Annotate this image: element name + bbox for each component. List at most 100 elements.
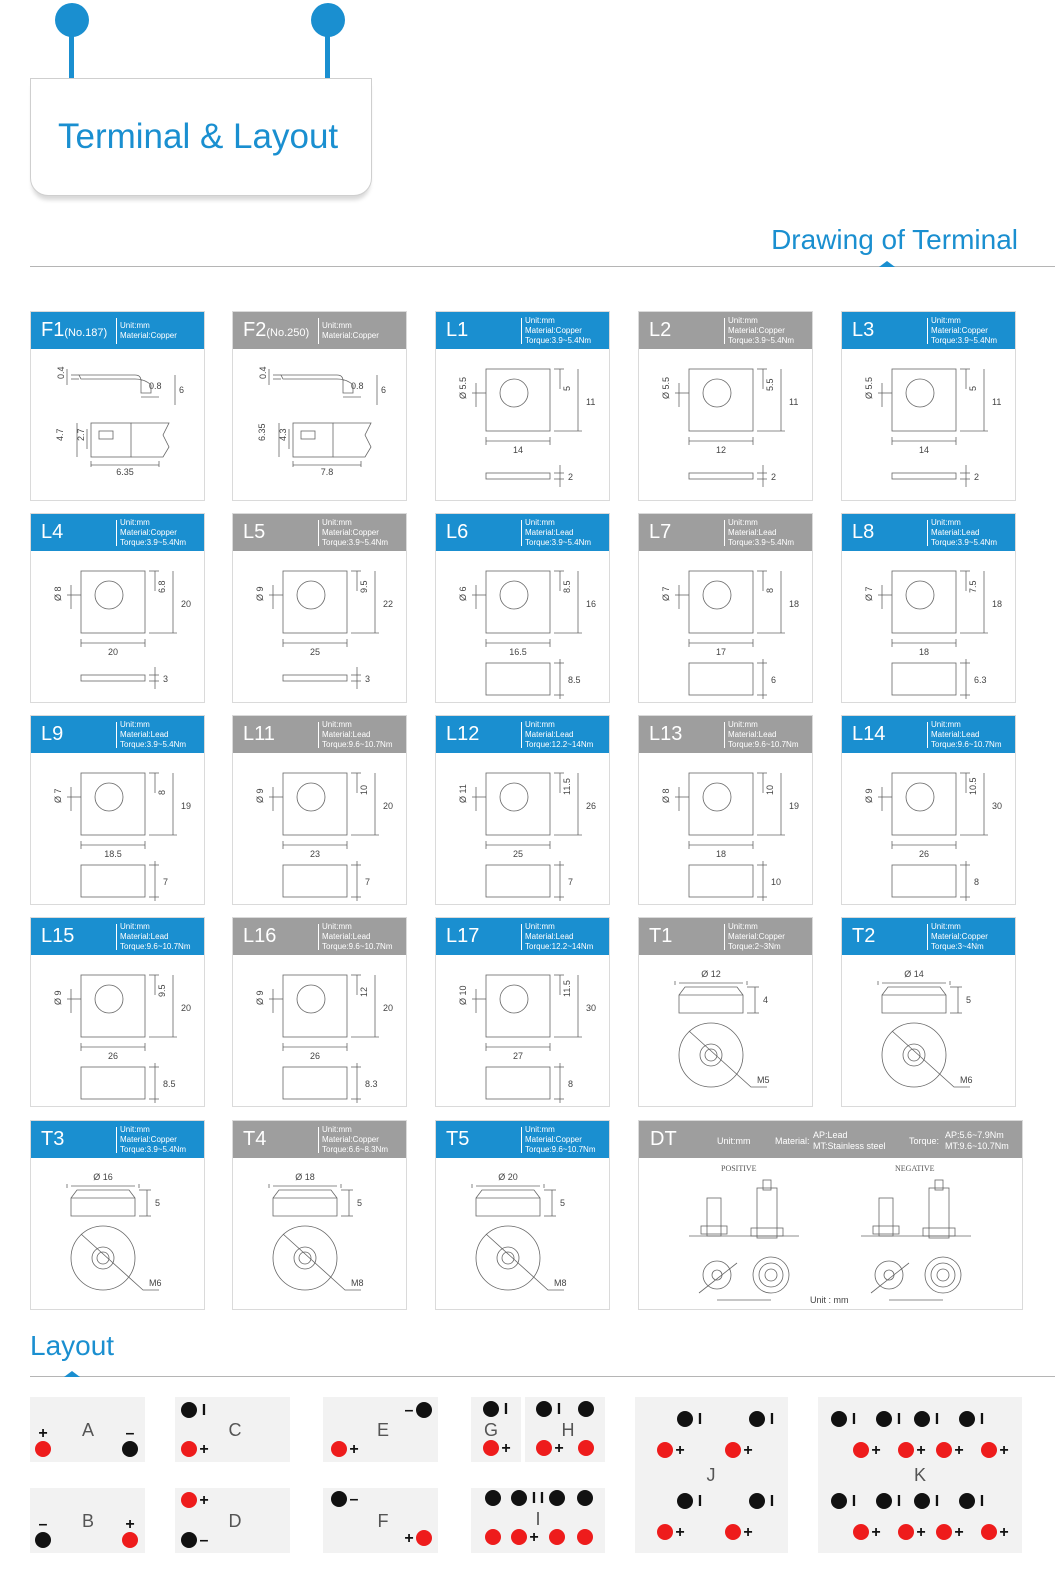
layout-diagram: D+– (181, 1492, 242, 1549)
terminal-symbol: + (999, 1442, 1008, 1459)
layout-letter: H (562, 1420, 575, 1440)
dim-hole-diameter: Ø 5.5 (864, 377, 874, 399)
dim-width: 12 (716, 445, 726, 455)
terminal-symbol: + (38, 1425, 47, 1442)
card-code: F2(No.250) (243, 319, 309, 342)
terminal-symbol: + (743, 1442, 752, 1459)
dim-width: 17 (716, 647, 726, 657)
dim-hole-offset: 5.5 (765, 378, 775, 391)
card-code-text: L3 (852, 319, 875, 341)
card-code: L5 (243, 521, 265, 544)
card-code-text: L15 (41, 925, 75, 947)
card-header-divider (724, 318, 725, 344)
dt-positive-view (689, 1179, 799, 1301)
positive-terminal-icon: + (853, 1524, 881, 1541)
card-code-text: L4 (41, 521, 64, 543)
card-code-text: L5 (243, 521, 266, 543)
layout-diagram: CI+ (181, 1402, 242, 1458)
card-code-text: L14 (852, 723, 886, 745)
card-header-divider (724, 924, 725, 950)
card-code: T1 (649, 925, 672, 948)
card-code: L9 (41, 723, 63, 746)
card-code: L16 (243, 925, 276, 948)
card-spec-line: Material:Lead (322, 730, 371, 739)
dim-thickness: 0.4 (56, 366, 66, 379)
card-code: T3 (41, 1128, 64, 1151)
positive-terminal-icon (578, 1440, 594, 1456)
terminal-symbol: – (405, 1402, 414, 1419)
card-spec-line: Material:Copper (120, 1135, 177, 1144)
negative-terminal-icon: I (749, 1493, 774, 1510)
dim-hole-offset: 10.5 (968, 777, 978, 795)
card-spec-line: Unit:mm (120, 720, 150, 729)
card-spec-line: Torque:3.9~5.4Nm (931, 336, 998, 345)
card-spec-line: Material:Lead (931, 730, 980, 739)
card-header-divider (116, 318, 117, 344)
dim-thickness: 3 (365, 674, 370, 684)
layout-letter: E (377, 1420, 389, 1440)
terminal-symbol: I (557, 1401, 561, 1418)
terminal-symbol: + (871, 1442, 880, 1459)
dim-thickness: 6.3 (974, 675, 987, 685)
card-code-text: T5 (446, 1128, 470, 1150)
card-spec-line: Material:Copper (322, 528, 379, 537)
dim-width: 14 (513, 445, 523, 455)
thread-size: M6 (149, 1278, 162, 1288)
dim-width: 25 (310, 647, 320, 657)
card-spec-line: Torque:9.6~10.7Nm (120, 942, 191, 951)
torque-ap: AP:5.6~7.9Nm (945, 1130, 1004, 1140)
terminal-symbol: + (916, 1442, 925, 1459)
card-spec-line: Torque:12.2~14Nm (525, 942, 594, 951)
card-code-text: L6 (446, 521, 469, 543)
card-spec-line: Torque:6.6~8.3Nm (322, 1145, 389, 1154)
card-spec-line: Unit:mm (120, 321, 150, 330)
positive-terminal-icon: + (853, 1442, 881, 1459)
dim-height: 4 (763, 995, 768, 1005)
dim-width: 26 (108, 1051, 118, 1061)
card-header-divider (318, 318, 319, 344)
positive-terminal-icon: + (898, 1524, 926, 1541)
layout-d: D+– (175, 1488, 290, 1553)
dim-offset: 6 (179, 385, 184, 395)
dim-height: 16 (586, 599, 596, 609)
card-header-divider (521, 1127, 522, 1153)
card-code: T4 (243, 1128, 266, 1151)
terminal-symbol: + (999, 1524, 1008, 1541)
card-spec-line: Unit:mm (322, 321, 352, 330)
card-spec-line: Material:Lead (728, 528, 777, 537)
dim-hole-diameter: Ø 10 (458, 985, 468, 1005)
negative-terminal-icon: – (181, 1532, 209, 1549)
card-spec-line: Torque:3.9~5.4Nm (728, 538, 795, 547)
card-code: L1 (446, 319, 468, 342)
negative-terminal-icon: I (540, 1490, 565, 1507)
dim-width: 23 (310, 849, 320, 859)
card-header-divider (724, 520, 725, 546)
card-header-divider (521, 924, 522, 950)
dim-thickness: 6 (771, 675, 776, 685)
layout-letter: F (378, 1511, 389, 1531)
card-header-divider (116, 924, 117, 950)
